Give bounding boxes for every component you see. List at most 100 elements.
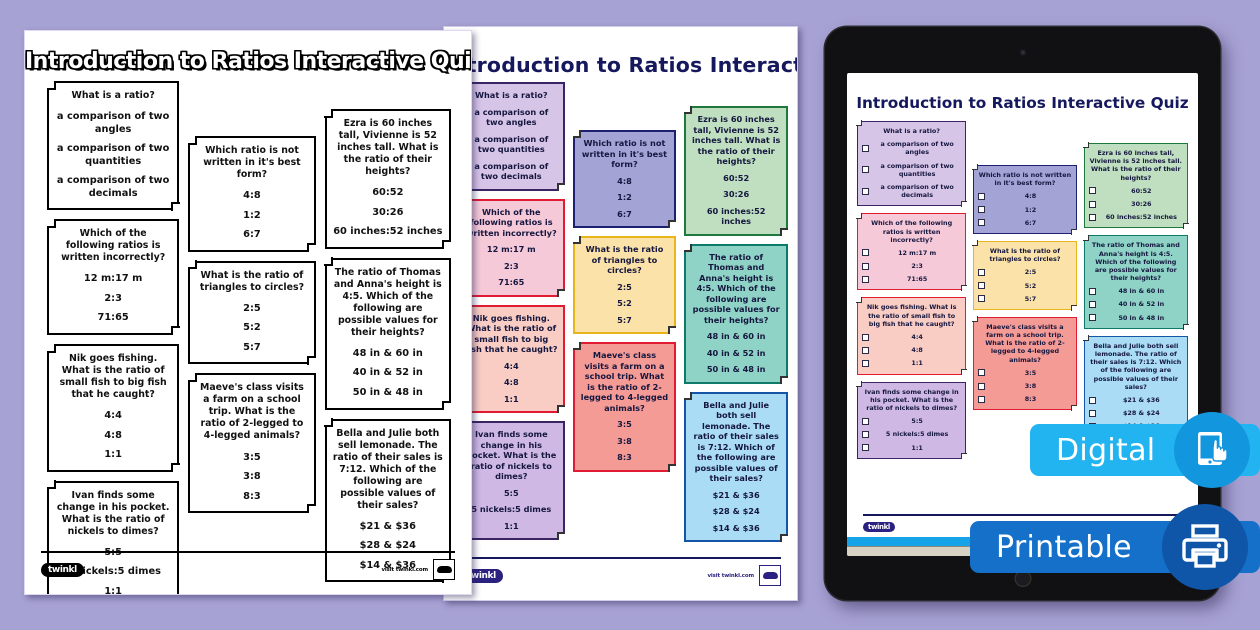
quiz-question-card[interactable]: Which of the following ratios is written… bbox=[458, 198, 565, 297]
answer-option[interactable]: 40 in & 52 in bbox=[706, 347, 766, 358]
answer-option[interactable]: 5 nickels:5 dimes bbox=[471, 504, 552, 514]
answer-option[interactable]: 30:26 bbox=[723, 189, 750, 199]
answer-checkbox[interactable] bbox=[862, 249, 869, 257]
answer-option[interactable]: 71:65 bbox=[862, 275, 961, 283]
answer-option[interactable]: $28 & $24 bbox=[359, 540, 416, 552]
answer-option[interactable]: 71:65 bbox=[498, 277, 525, 287]
answer-option[interactable]: 40 in & 52 in bbox=[352, 367, 423, 379]
quiz-question-card[interactable]: Which ratio is not written in it's best … bbox=[572, 130, 677, 228]
answer-option[interactable]: 50 in & 48 in bbox=[352, 387, 423, 398]
answer-checkbox[interactable] bbox=[862, 444, 869, 452]
answer-option[interactable]: 50 in & 48 in bbox=[1088, 314, 1183, 322]
answer-option[interactable]: 3:8 bbox=[243, 471, 261, 483]
answer-option[interactable]: 60:52 bbox=[372, 187, 404, 199]
quiz-question-card[interactable]: Nik goes fishing. What is the ratio of s… bbox=[458, 304, 565, 413]
answer-checkbox[interactable] bbox=[1088, 314, 1096, 322]
answer-option[interactable]: 40 in & 52 in bbox=[1088, 300, 1183, 309]
answer-checkbox[interactable] bbox=[1088, 396, 1096, 404]
answer-option[interactable]: a comparison of two angles bbox=[474, 106, 549, 128]
answer-option[interactable]: 4:8 bbox=[503, 377, 519, 387]
answer-option[interactable]: 5:7 bbox=[978, 295, 1071, 303]
answer-checkbox[interactable] bbox=[862, 187, 869, 195]
answer-option[interactable]: 2:3 bbox=[503, 260, 519, 271]
quiz-question-card[interactable]: Ivan finds some change in his pocket. Wh… bbox=[458, 421, 565, 540]
answer-option[interactable]: 8:3 bbox=[243, 490, 261, 502]
answer-checkbox[interactable] bbox=[862, 346, 869, 354]
quiz-question-card[interactable]: Ivan finds some change in his pocket. Wh… bbox=[46, 480, 180, 595]
answer-option[interactable]: 1:1 bbox=[503, 393, 519, 404]
answer-checkbox[interactable] bbox=[862, 275, 869, 283]
answer-option[interactable]: 5:2 bbox=[617, 298, 632, 308]
answer-option[interactable]: 50 in & 48 in bbox=[706, 364, 766, 374]
quiz-question-card[interactable]: Bella and Julie both sell lemonade. The … bbox=[324, 418, 452, 583]
answer-option[interactable]: 6:7 bbox=[243, 229, 261, 241]
answer-option[interactable]: $28 & $24 bbox=[1088, 409, 1183, 417]
answer-option[interactable]: 6:7 bbox=[978, 219, 1071, 227]
answer-checkbox[interactable] bbox=[862, 166, 869, 174]
answer-option[interactable]: 1:1 bbox=[862, 444, 961, 452]
answer-option[interactable]: 60 inches:52 inches bbox=[706, 205, 766, 227]
answer-option[interactable]: 12 m:17 m bbox=[486, 244, 536, 254]
quiz-question-card[interactable]: The ratio of Thomas and Anna's height is… bbox=[684, 243, 789, 384]
answer-option[interactable]: $21 & $36 bbox=[712, 489, 760, 500]
answer-option[interactable]: 5:7 bbox=[243, 341, 261, 353]
answer-checkbox[interactable] bbox=[978, 395, 986, 403]
answer-option[interactable]: 2:3 bbox=[862, 262, 961, 270]
answer-option[interactable]: 3:5 bbox=[978, 369, 1071, 377]
tablet-screen[interactable]: Introduction to Ratios Interactive Quiz … bbox=[847, 73, 1198, 556]
answer-option[interactable]: 1:1 bbox=[503, 520, 519, 531]
answer-checkbox[interactable] bbox=[1088, 187, 1096, 195]
answer-checkbox[interactable] bbox=[978, 382, 986, 390]
answer-checkbox[interactable] bbox=[1088, 301, 1096, 309]
answer-option[interactable]: a comparison of two quantities bbox=[474, 133, 549, 155]
answer-checkbox[interactable] bbox=[1088, 200, 1096, 208]
home-button[interactable] bbox=[1014, 570, 1031, 587]
answer-option[interactable]: 4:4 bbox=[503, 360, 519, 371]
answer-option[interactable]: 4:8 bbox=[862, 346, 961, 354]
answer-option[interactable]: 5:7 bbox=[617, 314, 632, 325]
answer-checkbox[interactable] bbox=[1088, 409, 1096, 417]
quiz-question-card[interactable]: Ezra is 60 inches tall, Vivienne is 52 i… bbox=[1082, 142, 1190, 230]
quiz-question-card[interactable]: What is a ratio?a comparison of two angl… bbox=[46, 80, 180, 211]
quiz-question-card[interactable]: Maeve's class visits a farm on a school … bbox=[972, 316, 1078, 411]
answer-option[interactable]: 12 m:17 m bbox=[862, 249, 961, 257]
answer-option[interactable]: $21 & $36 bbox=[1088, 396, 1183, 404]
answer-option[interactable]: 1:1 bbox=[104, 585, 122, 595]
answer-checkbox[interactable] bbox=[978, 282, 986, 290]
answer-option[interactable]: 12 m:17 m bbox=[83, 273, 143, 285]
answer-option[interactable]: 4:8 bbox=[104, 429, 122, 441]
quiz-question-card[interactable]: What is the ratio of triangles to circle… bbox=[572, 236, 677, 334]
answer-option[interactable]: 3:8 bbox=[617, 435, 632, 446]
answer-option[interactable]: 3:5 bbox=[243, 451, 261, 463]
answer-option[interactable]: 60 inches:52 inches bbox=[1088, 213, 1183, 221]
quiz-question-card[interactable]: Which of the following ratios is written… bbox=[46, 218, 180, 335]
quiz-question-card[interactable]: Ezra is 60 inches tall, Vivienne is 52 i… bbox=[324, 108, 452, 249]
answer-option[interactable]: 6:7 bbox=[617, 208, 632, 219]
answer-option[interactable]: 2:5 bbox=[243, 302, 261, 314]
answer-option[interactable]: 5:2 bbox=[978, 282, 1071, 290]
answer-checkbox[interactable] bbox=[978, 369, 986, 377]
answer-checkbox[interactable] bbox=[1088, 287, 1096, 295]
quiz-question-card[interactable]: Which ratio is not written in it's best … bbox=[187, 135, 317, 252]
answer-option[interactable]: 60:52 bbox=[723, 172, 750, 183]
answer-checkbox[interactable] bbox=[978, 268, 986, 276]
answer-option[interactable]: a comparison of two decimals bbox=[56, 175, 170, 199]
answer-option[interactable]: 5:5 bbox=[503, 487, 519, 498]
printable-worksheet-page[interactable]: Introduction to Ratios Interactive Quiz … bbox=[24, 30, 472, 595]
answer-option[interactable]: 30:26 bbox=[372, 206, 404, 218]
quiz-question-card[interactable]: Bella and Julie both sell lemonade. The … bbox=[1082, 335, 1190, 438]
answer-checkbox[interactable] bbox=[978, 206, 986, 214]
answer-option[interactable]: 3:8 bbox=[978, 382, 1071, 390]
answer-option[interactable]: 30:26 bbox=[1088, 200, 1183, 208]
answer-option[interactable]: $14 & $36 bbox=[712, 522, 760, 533]
answer-option[interactable]: 1:2 bbox=[243, 209, 261, 221]
quiz-question-card[interactable]: What is the ratio of triangles to circle… bbox=[972, 240, 1078, 311]
answer-option[interactable]: 48 in & 60 in bbox=[1088, 287, 1183, 295]
answer-option[interactable]: $14 & $36 bbox=[359, 559, 416, 571]
answer-checkbox[interactable] bbox=[978, 192, 986, 200]
colour-worksheet-page[interactable]: Introduction to Ratios Interactive Quiz … bbox=[443, 26, 798, 601]
answer-option[interactable]: 4:8 bbox=[243, 190, 261, 202]
answer-option[interactable]: 4:4 bbox=[862, 333, 961, 341]
answer-option[interactable]: 1:1 bbox=[104, 449, 122, 461]
answer-option[interactable]: 5 nickels:5 dimes bbox=[65, 566, 161, 578]
